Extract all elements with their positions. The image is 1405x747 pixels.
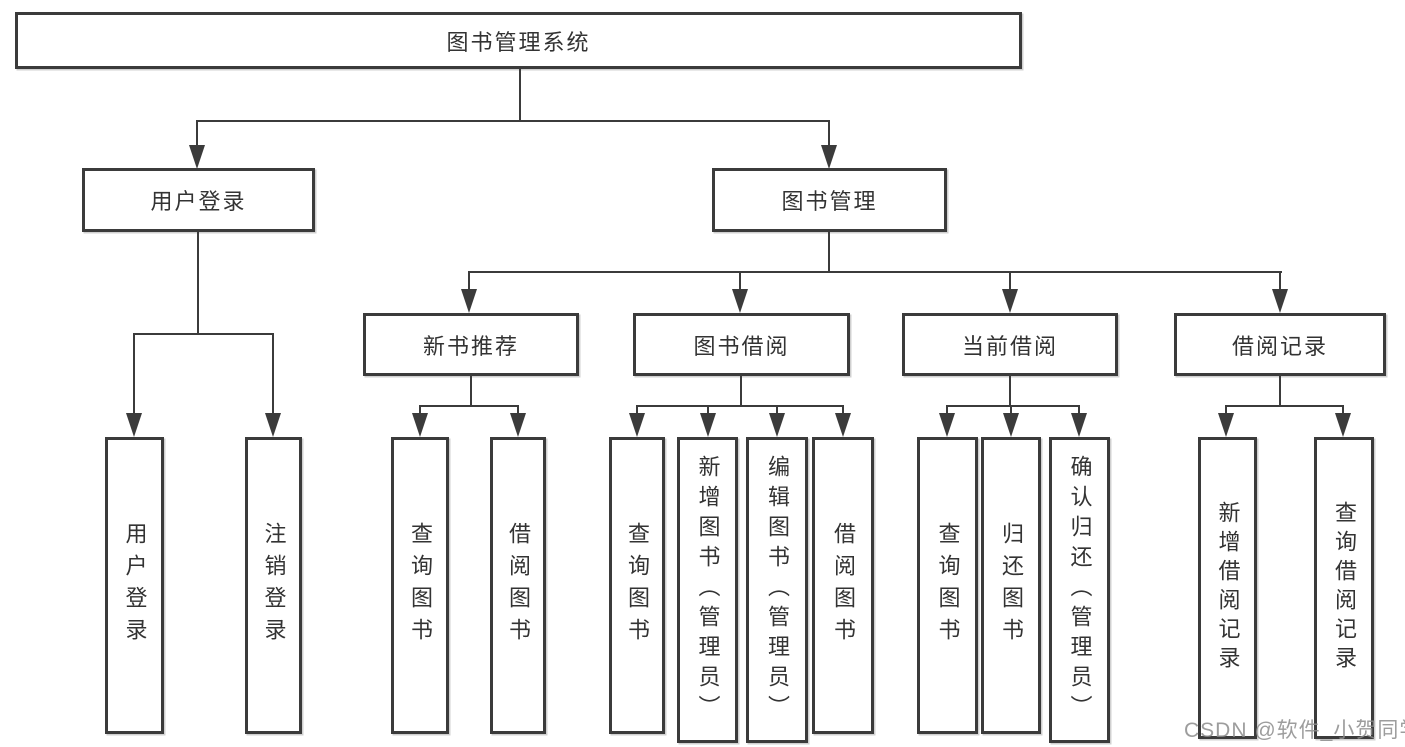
connector-line xyxy=(636,405,638,415)
arrow-head xyxy=(1002,289,1018,313)
leaf-add-borrow-record-label: 新增借阅记录 xyxy=(1215,501,1241,675)
connector-line xyxy=(1279,376,1281,407)
node-borrow-records: 借阅记录 xyxy=(1174,313,1386,376)
arrow-head xyxy=(1272,289,1288,313)
connector-line xyxy=(946,405,948,415)
leaf-logout: 注销登录 xyxy=(245,437,302,734)
leaf-logout-label: 注销登录 xyxy=(261,521,287,650)
leaf-confirm-return-admin: 确认归还（管理员） xyxy=(1049,437,1110,743)
connector-line xyxy=(196,120,198,148)
arrow-head xyxy=(1335,413,1351,437)
connector-line xyxy=(133,333,135,415)
leaf-add-book-admin: 新增图书（管理员） xyxy=(677,437,738,743)
arrow-head xyxy=(412,413,428,437)
arrow-head xyxy=(700,413,716,437)
leaf-add-book-admin-label: 新增图书（管理员） xyxy=(695,455,721,725)
connector-line xyxy=(828,120,830,148)
arrow-head xyxy=(461,289,477,313)
connector-line xyxy=(739,271,741,291)
arrow-head xyxy=(1071,413,1087,437)
connector-line xyxy=(776,405,778,415)
arrow-head xyxy=(939,413,955,437)
arrow-head xyxy=(629,413,645,437)
node-root-label: 图书管理系统 xyxy=(446,29,591,55)
leaf-recommend-query-books-label: 查询图书 xyxy=(408,521,433,650)
connector-line xyxy=(272,333,274,415)
node-book-management-label: 图书管理 xyxy=(781,189,878,214)
connector-line xyxy=(1009,376,1011,407)
node-user-login: 用户登录 xyxy=(82,168,315,232)
node-borrow-records-label: 借阅记录 xyxy=(1231,333,1328,359)
node-user-login-label: 用户登录 xyxy=(150,189,247,214)
arrow-head xyxy=(1003,413,1019,437)
leaf-recommend-borrow-books-label: 借阅图书 xyxy=(506,521,531,650)
node-current-borrow: 当前借阅 xyxy=(902,313,1118,376)
leaf-recommend-borrow-books: 借阅图书 xyxy=(490,437,546,734)
arrow-head xyxy=(732,289,748,313)
csdn-watermark: CSDN @软件_小贺同学 xyxy=(1184,719,1405,742)
leaf-add-borrow-record: 新增借阅记录 xyxy=(1198,437,1257,739)
node-book-borrow-label: 图书借阅 xyxy=(693,333,790,359)
arrow-head xyxy=(835,413,851,437)
leaf-query-borrow-record-label: 查询借阅记录 xyxy=(1332,501,1357,675)
leaf-borrow-books: 借阅图书 xyxy=(812,437,874,734)
connector-line xyxy=(196,120,830,122)
leaf-query-borrow-record: 查询借阅记录 xyxy=(1314,437,1374,739)
leaf-user-login: 用户登录 xyxy=(105,437,164,734)
connector-line xyxy=(1078,405,1080,415)
connector-line xyxy=(636,405,844,407)
arrow-head xyxy=(769,413,785,437)
connector-line xyxy=(419,405,519,407)
connector-line xyxy=(1225,405,1227,415)
leaf-return-books: 归还图书 xyxy=(981,437,1041,734)
leaf-borrow-query-books-label: 查询图书 xyxy=(625,521,650,650)
connector-line xyxy=(1279,271,1281,291)
leaf-borrow-query-books: 查询图书 xyxy=(609,437,665,734)
arrow-head xyxy=(189,145,205,169)
connector-line xyxy=(197,232,199,335)
arrow-head xyxy=(510,413,526,437)
leaf-edit-book-admin-label: 编辑图书（管理员） xyxy=(765,455,790,725)
connector-line xyxy=(828,232,830,273)
connector-line xyxy=(842,405,844,415)
arrow-head xyxy=(1218,413,1234,437)
connector-line xyxy=(519,68,521,121)
arrow-head xyxy=(265,413,281,437)
connector-line xyxy=(1342,405,1344,415)
connector-line xyxy=(517,405,519,415)
connector-line xyxy=(133,333,274,335)
leaf-confirm-return-admin-label: 确认归还（管理员） xyxy=(1067,455,1093,725)
leaf-borrow-books-label: 借阅图书 xyxy=(831,521,856,650)
connector-line xyxy=(1009,271,1011,291)
leaf-user-login-label: 用户登录 xyxy=(122,521,148,650)
connector-line xyxy=(1010,405,1012,415)
connector-line xyxy=(707,405,709,415)
node-current-borrow-label: 当前借阅 xyxy=(961,333,1058,359)
connector-line xyxy=(468,271,1282,273)
node-book-borrow: 图书借阅 xyxy=(633,313,850,376)
leaf-return-books-label: 归还图书 xyxy=(999,521,1024,650)
connector-line xyxy=(740,376,742,407)
arrow-head xyxy=(821,145,837,169)
leaf-current-query-books: 查询图书 xyxy=(917,437,978,734)
leaf-current-query-books-label: 查询图书 xyxy=(935,521,961,650)
leaf-recommend-query-books: 查询图书 xyxy=(391,437,449,734)
node-new-book-recommend-label: 新书推荐 xyxy=(422,333,519,359)
connector-line xyxy=(1225,405,1344,407)
connector-line xyxy=(419,405,421,415)
leaf-edit-book-admin: 编辑图书（管理员） xyxy=(746,437,808,743)
arrow-head xyxy=(126,413,142,437)
node-new-book-recommend: 新书推荐 xyxy=(363,313,579,376)
connector-line xyxy=(468,271,470,291)
node-book-management: 图书管理 xyxy=(712,168,947,232)
connector-line xyxy=(946,405,1080,407)
connector-line xyxy=(470,376,472,407)
node-root: 图书管理系统 xyxy=(15,12,1022,69)
